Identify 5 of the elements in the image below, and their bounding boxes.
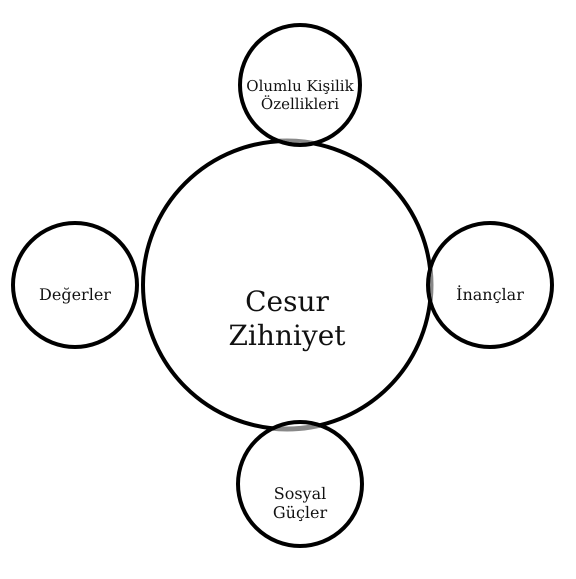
node-label: Sosyal Güçler <box>272 484 328 522</box>
node-label: Olumlu Kişilik Özellikleri <box>245 77 355 113</box>
node-label: Değerler <box>38 285 112 304</box>
node-label: İnançlar <box>455 285 525 304</box>
node-label: Cesur Zihniyet <box>227 285 347 352</box>
